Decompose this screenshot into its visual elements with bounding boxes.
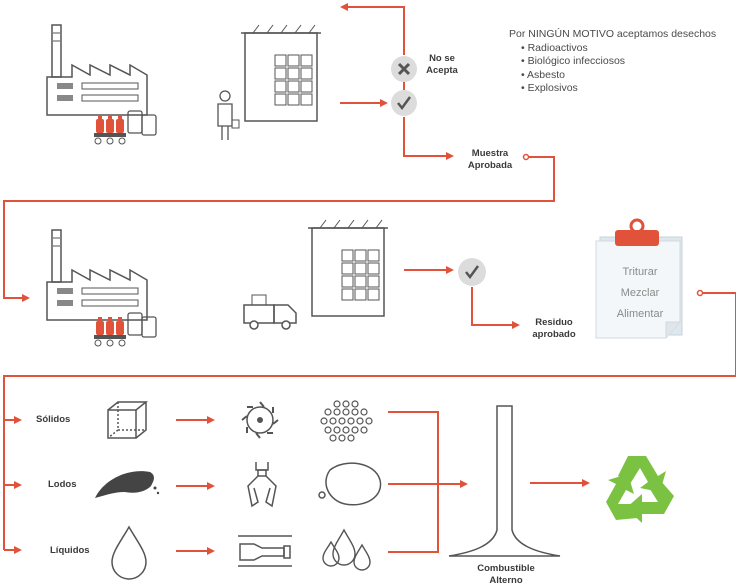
barrels-icon [93,110,157,145]
recycle-icon [606,456,674,523]
label-line: Aprobada [467,160,513,171]
no-se-acepta-label: No se Acepta [420,53,464,77]
label-line: Acepta [426,65,458,76]
pellets-icon [320,400,373,442]
truck-icon [243,294,297,330]
note-item: Radioactivos [521,42,716,56]
factory-icon [46,229,148,321]
note-item: Biológico infecciosos [521,55,716,69]
clipboard-icon [595,218,683,339]
label-line: Alterno [489,575,523,586]
kiln-icon [448,405,561,557]
check-circle-icon [391,90,417,116]
residuo-aprobado-label: Residuo aprobado [524,317,584,341]
flow-arrow-to-residuo [471,287,520,329]
label-line: Residuo [535,317,573,328]
saw-blade-icon [241,401,279,439]
clipboard-line: Triturar [622,266,658,278]
flow-arrow-to-muestra [403,117,454,160]
flow-arrow-up-to-top [340,3,405,55]
label-line: aprobado [532,329,576,340]
waste-type-liquidos: Líquidos [50,545,90,556]
flow-connector-row2-row3 [3,292,736,550]
waste-type-solidos: Sólidos [36,414,71,425]
label-line: Muestra [471,148,509,159]
combustible-alterno-label: Combustible Alterno [464,563,548,587]
prohibited-waste-note: Por NINGÚN MOTIVO aceptamos desechos Rad… [509,28,716,96]
flow-connector-row1-row2 [3,156,555,302]
drops-icon [322,528,371,571]
note-item: Explosivos [521,82,716,96]
claw-icon [247,462,277,508]
x-circle-icon [391,56,417,82]
clipboard-line: Mezclar [620,287,660,299]
note-list: Radioactivos Biológico infecciosos Asbes… [509,42,716,96]
pump-icon [238,535,292,567]
drop-icon [111,525,147,580]
warehouse-icon [240,24,322,122]
label-line: Combustible [477,563,535,574]
waste-type-lodos: Lodos [48,479,77,490]
label-line: No se [429,53,455,64]
person-icon [217,90,240,140]
check-circle-icon [458,258,486,286]
cube-icon [107,401,149,439]
sludge-icon [95,471,160,498]
note-heading: Por NINGÚN MOTIVO aceptamos desechos [509,28,717,40]
merge-lines [388,411,439,553]
blob-icon [318,462,382,506]
note-item: Asbesto [521,69,716,83]
warehouse-icon [307,219,389,317]
clipboard-line: Alimentar [616,308,664,320]
factory-icon [46,24,148,116]
muestra-aprobada-label: Muestra Aprobada [458,148,522,172]
